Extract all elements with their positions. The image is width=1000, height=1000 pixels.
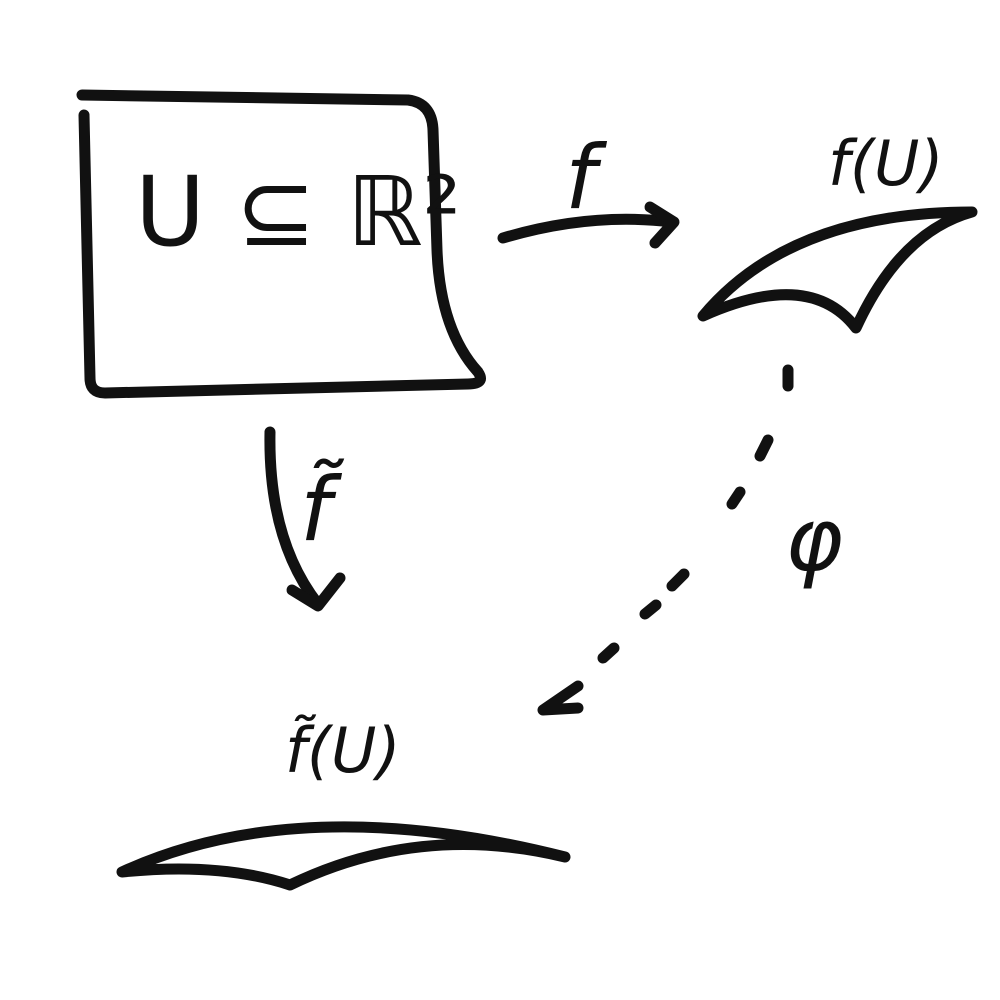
domain-label: U ⊆ ℝ² — [135, 156, 461, 268]
arrow-phi — [537, 364, 794, 716]
arrow-phi-head — [537, 680, 584, 716]
arrow-f-head — [644, 201, 680, 249]
image-f-label: f(U) — [828, 127, 944, 200]
image-f-tilde-label: f̃(U) — [285, 714, 401, 787]
surface-f-of-u — [697, 206, 978, 334]
arrow-phi-dash — [639, 599, 662, 620]
map-f-tilde-label: f̃ — [300, 458, 344, 561]
domain-square — [76, 89, 486, 399]
map-phi-label: φ — [785, 488, 843, 591]
arrow-phi-dash — [597, 642, 620, 664]
arrow-f-tilde-head — [286, 572, 346, 612]
arrow-phi-dash — [754, 434, 774, 462]
arrow-f-tilde — [264, 426, 324, 610]
surface-f-tilde-of-u — [116, 821, 571, 891]
arrow-f — [497, 213, 678, 244]
arrow-phi-dash — [726, 486, 746, 510]
arrow-phi-dash — [666, 568, 690, 592]
map-f-label: f — [565, 126, 608, 229]
